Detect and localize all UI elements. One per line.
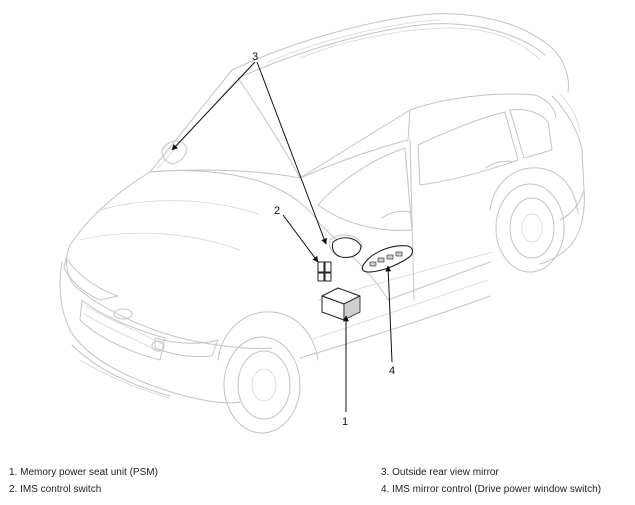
ims-mirror-control-part bbox=[361, 245, 414, 273]
legend-item-2: 2. IMS control switch bbox=[9, 484, 102, 495]
legend-item-4: 4. IMS mirror control (Drive power windo… bbox=[381, 484, 602, 495]
callout-2: 2 bbox=[274, 205, 280, 217]
legend-item-3: 3. Outside rear view mirror bbox=[381, 467, 499, 478]
callout-4: 4 bbox=[389, 365, 395, 377]
callout-1: 1 bbox=[342, 416, 348, 428]
leader-3-left bbox=[171, 61, 256, 151]
leader-3-right bbox=[256, 61, 327, 245]
ims-control-switch-part bbox=[317, 261, 332, 282]
callout-3: 3 bbox=[252, 51, 258, 63]
memory-power-seat-unit-part bbox=[321, 287, 361, 321]
leader-2 bbox=[282, 214, 319, 263]
legend-item-1: 1. Memory power seat unit (PSM) bbox=[9, 467, 158, 478]
leader-lines bbox=[171, 61, 393, 412]
leader-4 bbox=[385, 265, 393, 363]
outside-rear-view-mirror-part bbox=[331, 237, 362, 258]
car-outline bbox=[59, 13, 585, 434]
